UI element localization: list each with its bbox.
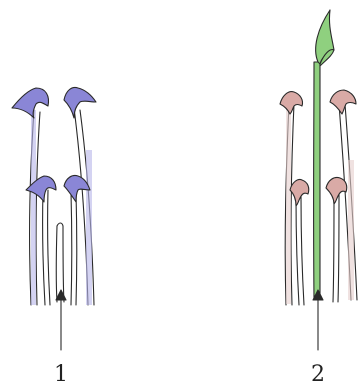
stem-2c: [296, 196, 299, 305]
arrow-up-icon: [313, 290, 323, 350]
stem-1c: [43, 190, 45, 305]
cap-2a: [280, 92, 303, 114]
figure-label-2: 2: [311, 364, 325, 386]
cap-2d: [326, 177, 347, 204]
stem-1e-tip: [57, 223, 63, 226]
cap-2b: [330, 90, 356, 114]
stem-1e-inner: [63, 226, 64, 302]
cap-2c: [290, 179, 309, 206]
cap-1a: [12, 88, 49, 118]
seedling-group-2: [280, 10, 357, 350]
stem-1a-fill: [31, 110, 36, 305]
stem-2a-fill: [286, 104, 291, 304]
stem-1d: [71, 192, 72, 305]
stem-2c-inner: [301, 196, 304, 305]
stem-2d-inner: [338, 194, 339, 302]
sprout-stem: [314, 62, 320, 300]
arrow-up-icon: [56, 290, 66, 350]
figure-label-1: 1: [54, 364, 68, 386]
stem-1b-fill: [86, 150, 92, 305]
stem-2b-fill: [348, 160, 354, 300]
stem-1e: [56, 226, 57, 302]
seedling-group-1: [12, 88, 96, 351]
stem-1d-inner: [76, 192, 77, 305]
stem-2d: [333, 194, 334, 302]
stem-2a-inner: [291, 104, 294, 305]
stem-1a-inner: [36, 112, 40, 305]
stem-1c-inner: [48, 190, 50, 305]
